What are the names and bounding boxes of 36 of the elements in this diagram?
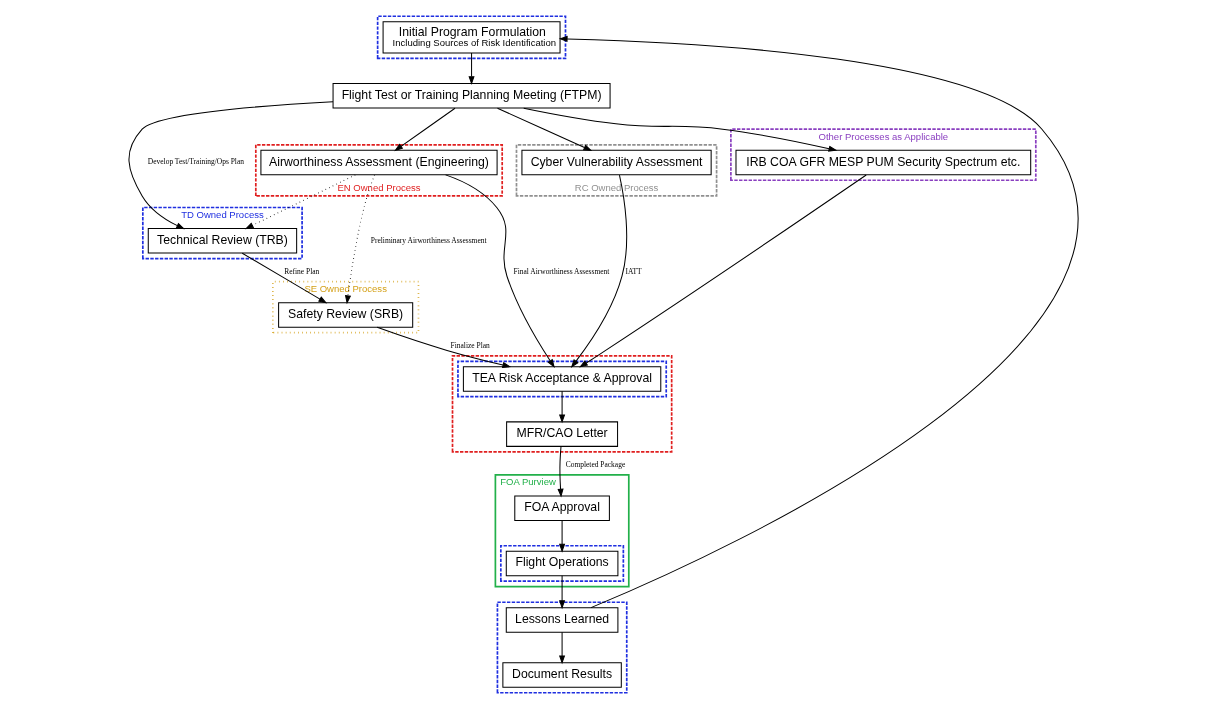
arrow xyxy=(344,174,375,305)
arrow xyxy=(467,52,475,86)
node-box: Safety Review (SRB) xyxy=(277,302,413,328)
edge-label: Completed Package xyxy=(565,460,625,470)
arrow xyxy=(578,174,867,368)
arrow xyxy=(522,107,837,152)
node-box: Cyber Vulnerability Assessment xyxy=(520,149,712,176)
arrow xyxy=(558,631,565,665)
arrow xyxy=(558,575,565,610)
arrow xyxy=(570,174,627,368)
arrow xyxy=(496,107,592,151)
node-box: IRB COA GFR MESP PUM Security Spectrum etc. xyxy=(735,149,1031,176)
edge-label: Final Airworthiness Assessment xyxy=(512,267,609,277)
node-box: FOA Approval xyxy=(513,495,610,522)
arrow xyxy=(128,101,333,230)
arrow xyxy=(558,520,565,553)
node-box: Document Results xyxy=(501,662,622,688)
node-box: Initial Program Formulation Including Sources of Risk Identification xyxy=(382,21,561,54)
arrow xyxy=(244,174,356,230)
arrow xyxy=(393,107,455,152)
node-box: Airworthiness Assessment (Engineering) xyxy=(259,149,498,176)
edge-label: IATT xyxy=(624,267,642,277)
edge-label: Develop Test/Training/Ops Plan xyxy=(147,157,244,167)
arrow xyxy=(376,326,511,368)
node-box: Technical Review (TRB) xyxy=(147,228,297,254)
node-box: Flight Test or Training Planning Meeting (FTPM) xyxy=(332,83,611,109)
edge-label: Preliminary Airworthiness Assessment xyxy=(370,235,487,245)
node-box: MFR/CAO Letter xyxy=(505,421,618,447)
node-box: Flight Operations xyxy=(505,550,618,577)
node-box: Lessons Learned xyxy=(505,607,618,633)
arrow xyxy=(556,445,564,498)
edge-label: Finalize Plan xyxy=(450,341,490,351)
arrow xyxy=(241,252,327,304)
node-box: TEA Risk Acceptance & Approval xyxy=(462,366,661,392)
arrow xyxy=(558,390,565,424)
edge-label: Refine Plan xyxy=(283,267,319,277)
